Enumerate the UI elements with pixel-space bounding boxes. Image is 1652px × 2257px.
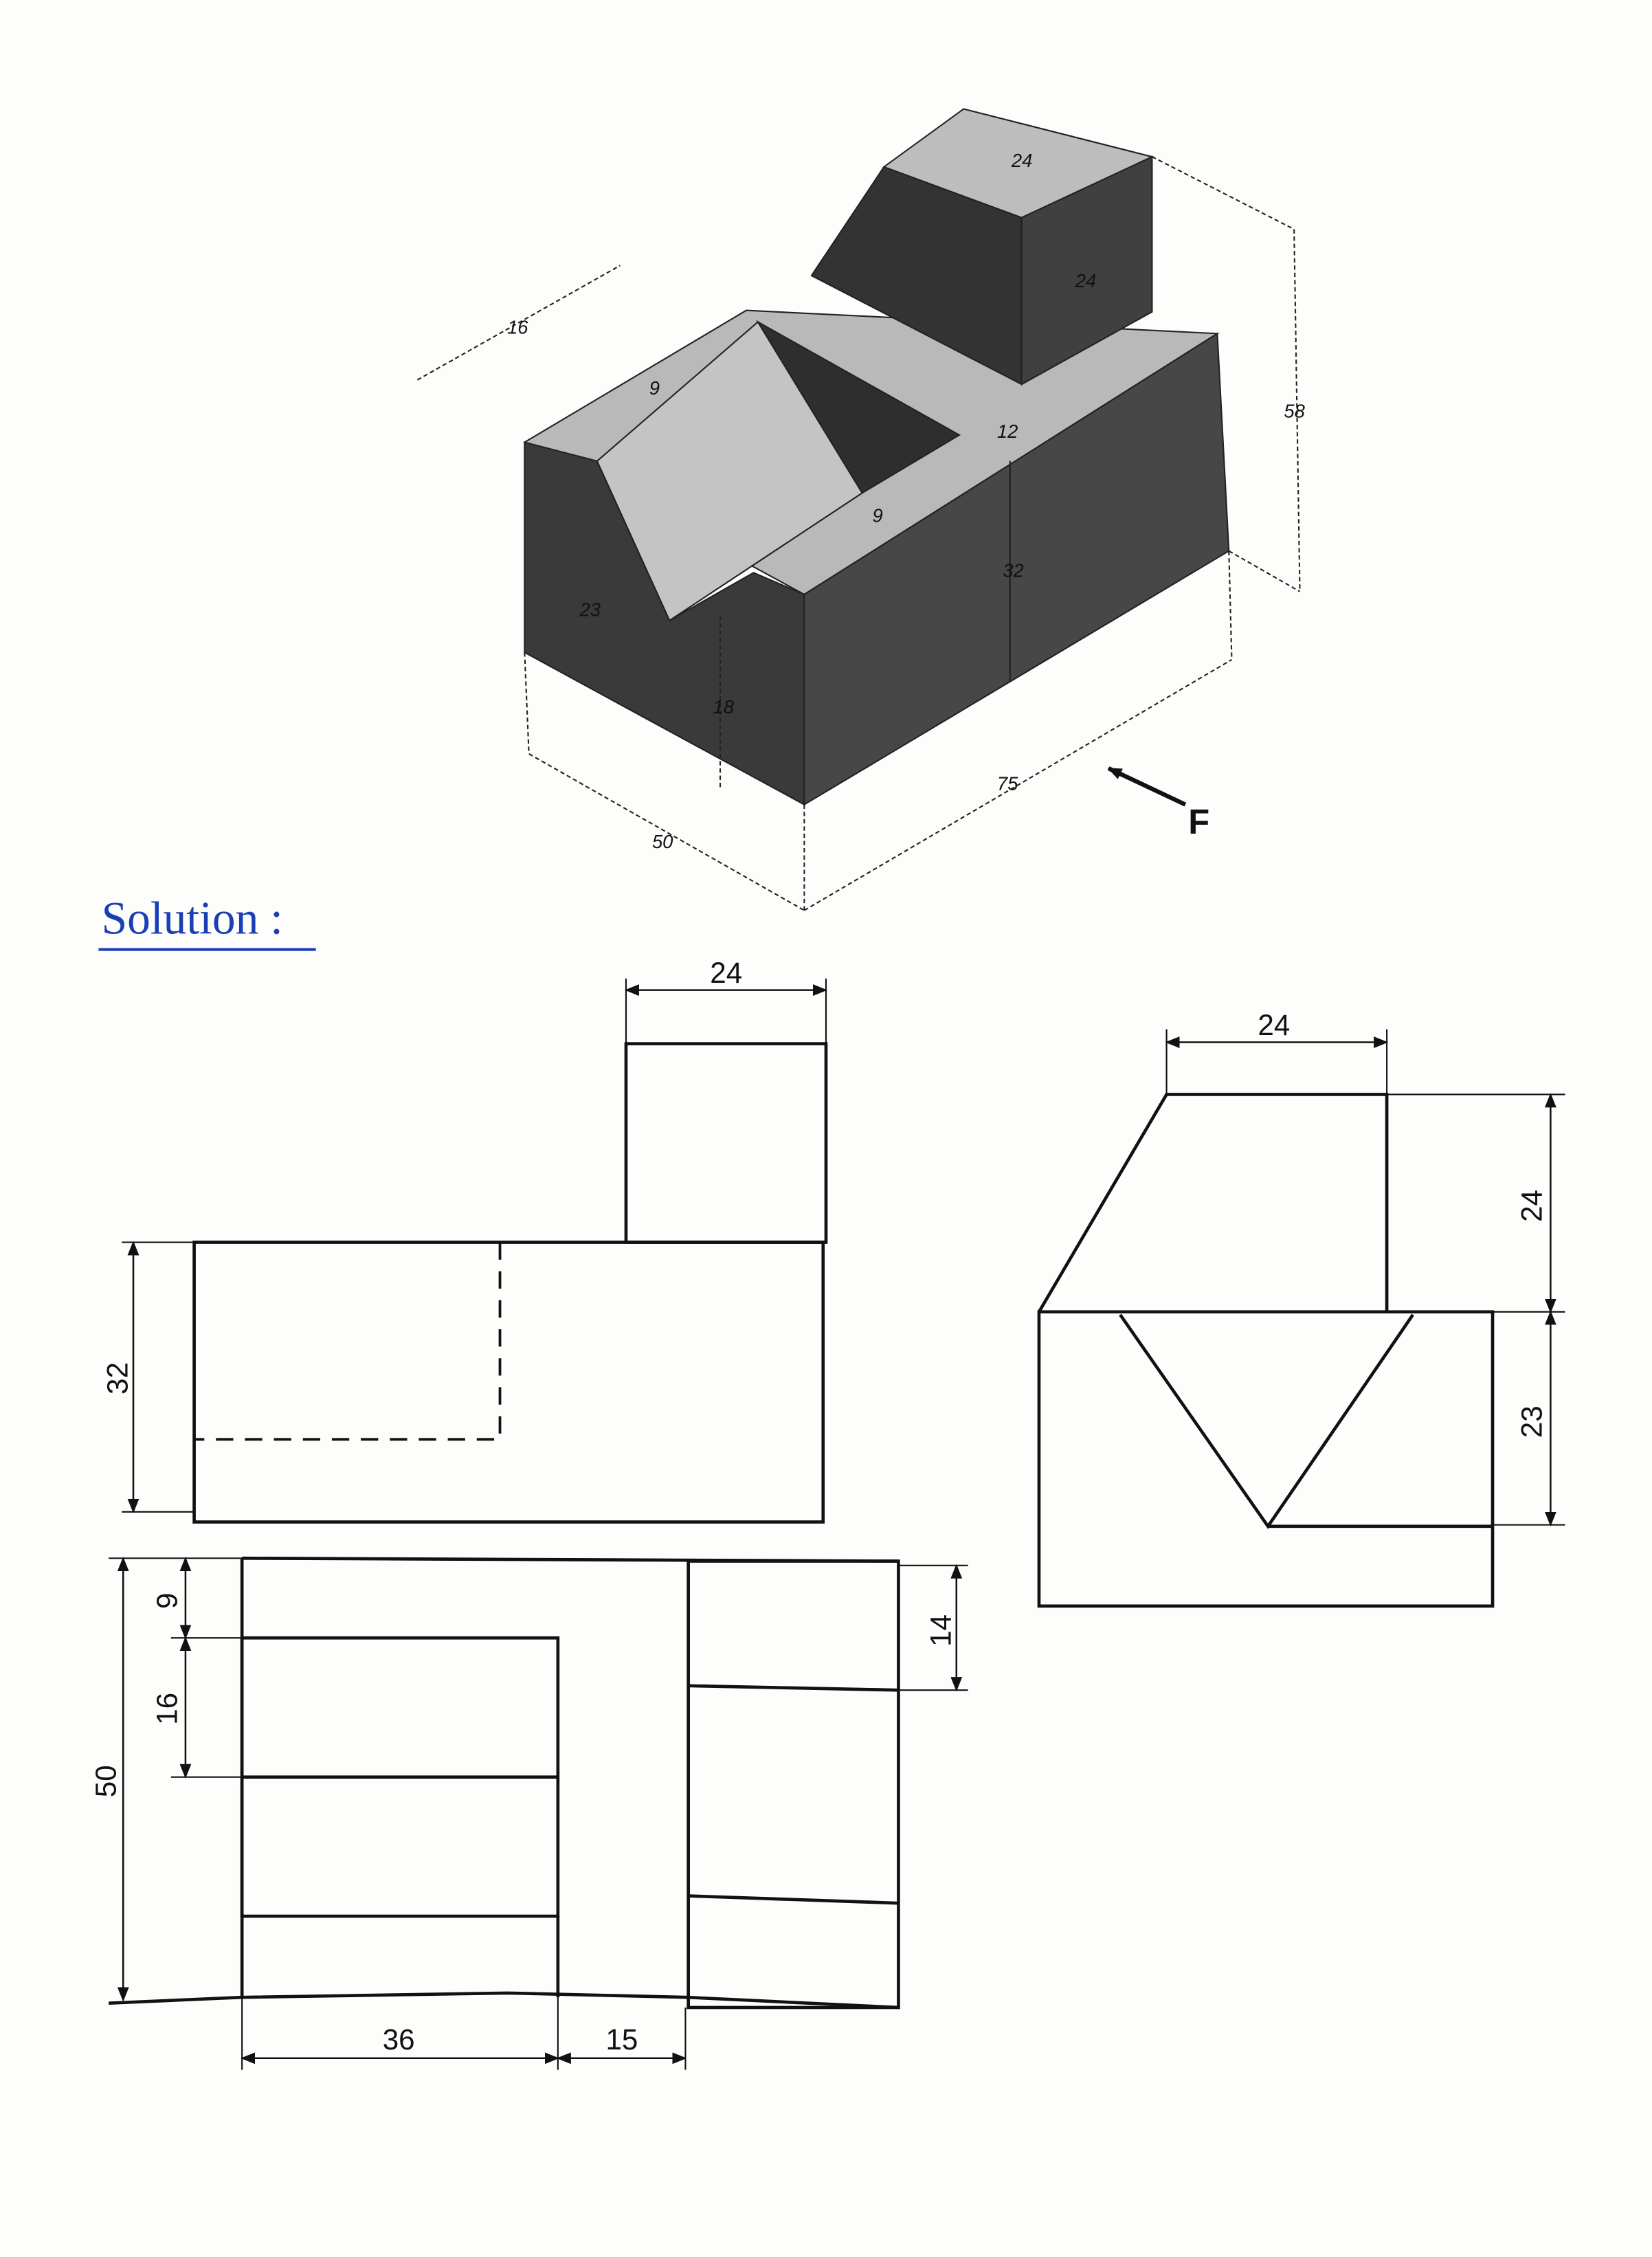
- solution-heading: Solution :: [102, 892, 283, 944]
- front-view: 24 32: [102, 957, 828, 1524]
- top-view: 50 9 16 14 36 15: [90, 1556, 968, 2070]
- base-left-face: [524, 441, 805, 806]
- v-notch-dark-face: [755, 320, 961, 494]
- label-12: 12: [997, 421, 1018, 442]
- label-9-bottom: 9: [872, 504, 882, 526]
- dim-24: 24: [710, 957, 742, 989]
- ext-line-left: [524, 652, 530, 754]
- label-16: 16: [507, 316, 528, 337]
- label-9-top: 9: [649, 377, 660, 399]
- dim-24-top: 24: [1258, 1009, 1290, 1041]
- side-tower: [1037, 1093, 1389, 1313]
- label-58: 58: [1284, 401, 1305, 422]
- v-groove: [1119, 1313, 1414, 1529]
- ext-line-58-top: [1151, 156, 1295, 230]
- front-base: [192, 1241, 825, 1524]
- ext-line-right: [1228, 551, 1233, 660]
- dim-14: 14: [924, 1614, 957, 1647]
- label-23: 23: [579, 599, 601, 621]
- dim-50: 50: [90, 1765, 122, 1797]
- side-base: [1037, 1310, 1495, 1608]
- hidden-line: [194, 1242, 502, 1441]
- ext-line-58-bottom: [1228, 550, 1301, 592]
- dim-line-58: [1293, 229, 1301, 592]
- right-section: [687, 1559, 900, 2010]
- front-tower: [624, 1042, 828, 1244]
- dim-23-right: 23: [1516, 1405, 1548, 1438]
- dim-15: 15: [605, 2023, 638, 2056]
- dim-16: 16: [150, 1693, 183, 1725]
- dim-line-75: [803, 658, 1232, 911]
- right-line-1: [688, 1684, 899, 1692]
- right-line-2: [688, 1894, 899, 1905]
- label-18: 18: [713, 696, 735, 718]
- label-32: 32: [1003, 560, 1023, 581]
- label-50: 50: [652, 831, 673, 852]
- dim-line-16: [416, 265, 621, 381]
- bottom-edge: [109, 1991, 899, 2010]
- dim-9: 9: [150, 1593, 183, 1609]
- dim-36: 36: [383, 2023, 415, 2056]
- isometric-view: 16 9 9 12 24 24 32 23 18 50 75 58 F: [416, 108, 1306, 911]
- label-75: 75: [997, 773, 1018, 794]
- dim-32: 32: [102, 1362, 134, 1394]
- label-24-top: 24: [1011, 150, 1032, 171]
- dim-24-right: 24: [1516, 1190, 1548, 1222]
- label-24-side: 24: [1075, 270, 1096, 291]
- side-view: 24 24 23: [1037, 1009, 1565, 1608]
- view-direction-arrow: [1107, 766, 1187, 807]
- view-direction-label: F: [1188, 802, 1209, 841]
- dim-line-50: [528, 753, 805, 911]
